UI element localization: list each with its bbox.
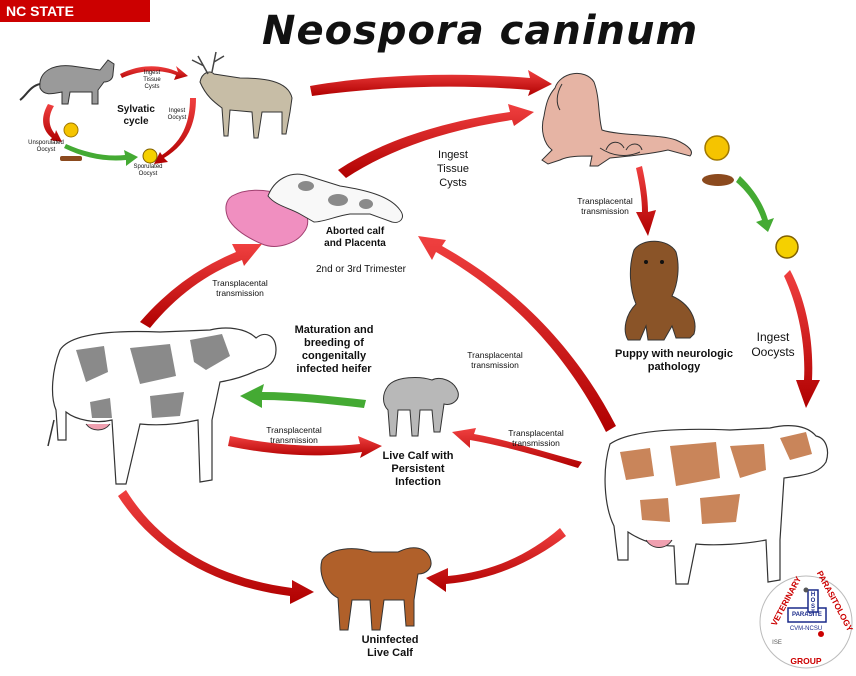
arrow-cow-to-uninfected	[118, 490, 314, 604]
logo-bottom: GROUP	[786, 656, 826, 666]
label-transplacental-calf-left: Transplacental transmission	[254, 425, 334, 445]
label-live-calf: Live Calf with Persistent Infection	[372, 450, 464, 489]
label-transplacental-center: Transplacental transmission	[458, 350, 532, 370]
label-maturation: Maturation and breeding of congenitally …	[280, 324, 388, 376]
logo-center: PARASITE	[788, 612, 826, 619]
uninfected-calf-icon	[321, 548, 431, 630]
brown-spotted-cow-icon	[605, 426, 827, 584]
sporulated-oocyst-icon	[143, 149, 157, 163]
label-uninfected-calf: Uninfected Live Calf	[352, 634, 428, 660]
live-calf-icon	[384, 378, 459, 436]
logo-host: HOST	[810, 592, 816, 616]
oocyst-large-icon	[705, 136, 729, 160]
logo-small: ISE	[770, 640, 784, 647]
label-transplacental-top-right: Transplacental transmission	[570, 196, 640, 216]
sylvatic-arrow-bottom	[64, 144, 138, 166]
label-sporulated-oocyst: Sporulated Oocyst	[126, 164, 170, 178]
unsporulated-oocyst-icon	[64, 123, 78, 137]
label-trimester: 2nd or 3rd Trimester	[306, 264, 416, 276]
dung-icon	[702, 174, 734, 186]
wolf-icon	[20, 60, 114, 104]
label-puppy: Puppy with neurologic pathology	[604, 348, 744, 374]
logo-sub: CVM-NCSU	[786, 626, 826, 633]
label-transplacental-left: Transplacental transmission	[202, 278, 278, 298]
grey-cow-icon	[48, 328, 276, 484]
deer-icon	[192, 52, 292, 138]
dung-icon-small	[60, 156, 82, 161]
sporulated-oocyst-large-icon	[776, 236, 798, 258]
sylvatic-arrow-left	[43, 104, 62, 142]
label-sylvatic-cycle: Sylvatic cycle	[112, 104, 160, 128]
label-ingest-oocysts: Ingest Oocysts	[748, 330, 798, 360]
label-ingest-tissue-cysts: Ingest Tissue Cysts	[430, 148, 476, 190]
label-sylvatic-ingest-oocyst: Ingest Oocyst	[162, 108, 192, 122]
label-sylvatic-ingest-tissue-cysts: Ingest Tissue Cysts	[138, 70, 166, 91]
arrow-rightcow-to-uninfected	[426, 528, 566, 592]
arrow-deer-to-dog	[310, 70, 552, 96]
arrow-green-heifer	[240, 384, 366, 408]
label-transplacental-calf-right: Transplacental transmission	[496, 428, 576, 448]
arrow-green-sporulation	[736, 176, 774, 232]
label-aborted-calf: Aborted calf and Placenta	[322, 226, 388, 250]
dog-icon	[542, 73, 691, 166]
label-unsporulated-oocyst: Unsporulated Oocyst	[20, 140, 72, 154]
puppy-icon	[625, 241, 695, 340]
